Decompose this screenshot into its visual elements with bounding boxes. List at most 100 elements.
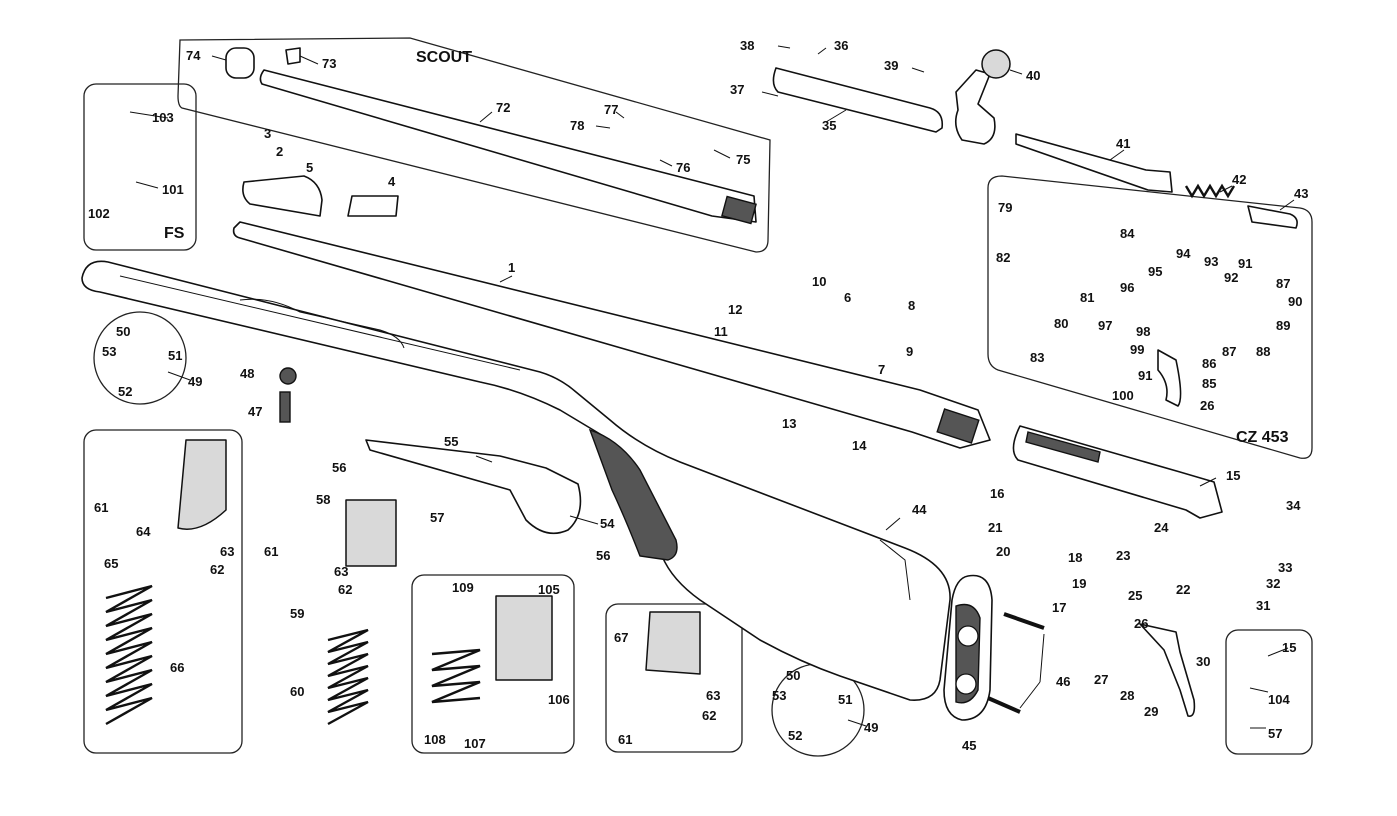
firing-pin-spring xyxy=(1184,183,1236,199)
label-52a: 52 xyxy=(118,384,132,399)
label-81: 81 xyxy=(1080,290,1094,305)
trigger xyxy=(1157,349,1182,407)
scout-frame xyxy=(177,37,771,253)
label-61a: 61 xyxy=(94,500,108,515)
label-44: 44 xyxy=(912,502,927,517)
label-93: 93 xyxy=(1204,254,1218,269)
label-34: 34 xyxy=(1286,498,1301,513)
label-100: 100 xyxy=(1112,388,1134,403)
label-61b: 61 xyxy=(264,544,278,559)
label-74: 74 xyxy=(186,48,201,63)
scout-title: SCOUT xyxy=(416,49,472,66)
label-86: 86 xyxy=(1202,356,1216,371)
label-56a: 56 xyxy=(332,460,346,475)
label-53a: 53 xyxy=(102,344,116,359)
label-85: 85 xyxy=(1202,376,1216,391)
label-25: 25 xyxy=(1128,588,1142,603)
label-24: 24 xyxy=(1154,520,1169,535)
label-62b: 62 xyxy=(338,582,352,597)
label-67: 67 xyxy=(614,630,628,645)
bolt-stop-frame xyxy=(1225,629,1313,755)
label-53b: 53 xyxy=(772,688,786,703)
part-48 xyxy=(279,367,297,385)
label-57b: 57 xyxy=(1268,726,1282,741)
label-96: 96 xyxy=(1120,280,1134,295)
label-104: 104 xyxy=(1268,692,1290,707)
label-99: 99 xyxy=(1130,342,1144,357)
label-48: 48 xyxy=(240,366,254,381)
label-1: 1 xyxy=(508,260,515,275)
label-31: 31 xyxy=(1256,598,1270,613)
label-62a: 62 xyxy=(210,562,224,577)
label-51b: 51 xyxy=(838,692,852,707)
label-49b: 49 xyxy=(864,720,878,735)
label-42: 42 xyxy=(1232,172,1246,187)
label-54: 54 xyxy=(600,516,615,531)
label-15a: 15 xyxy=(1226,468,1240,483)
label-80: 80 xyxy=(1054,316,1068,331)
label-32: 32 xyxy=(1266,576,1280,591)
label-37: 37 xyxy=(730,82,744,97)
fs-title: FS xyxy=(164,225,185,242)
label-107: 107 xyxy=(464,736,486,751)
label-29: 29 xyxy=(1144,704,1158,719)
label-27: 27 xyxy=(1094,672,1108,687)
label-13: 13 xyxy=(782,416,796,431)
label-88: 88 xyxy=(1256,344,1270,359)
label-105: 105 xyxy=(538,582,560,597)
magazine-spring-60 xyxy=(327,628,369,726)
label-89: 89 xyxy=(1276,318,1290,333)
label-30: 30 xyxy=(1196,654,1210,669)
label-38: 38 xyxy=(740,38,754,53)
label-52b: 52 xyxy=(788,728,802,743)
label-26a: 26 xyxy=(1200,398,1214,413)
label-16: 16 xyxy=(990,486,1004,501)
label-45: 45 xyxy=(962,738,976,753)
label-56b: 56 xyxy=(596,548,610,563)
part-labels: 1 2 3 4 5 6 7 8 9 10 11 12 13 14 15 15 1… xyxy=(88,38,1308,753)
label-59: 59 xyxy=(290,606,304,621)
label-106: 106 xyxy=(548,692,570,707)
leader-lines xyxy=(129,45,1295,729)
label-92: 92 xyxy=(1224,270,1238,285)
label-36: 36 xyxy=(834,38,848,53)
label-73: 73 xyxy=(322,56,336,71)
label-50b: 50 xyxy=(786,668,800,683)
label-98: 98 xyxy=(1136,324,1150,339)
barrel xyxy=(232,221,991,449)
label-21: 21 xyxy=(988,520,1002,535)
cocking-piece xyxy=(1247,205,1298,229)
label-35: 35 xyxy=(822,118,836,133)
label-82: 82 xyxy=(996,250,1010,265)
label-75: 75 xyxy=(736,152,750,167)
label-6: 6 xyxy=(844,290,851,305)
bolt-handle xyxy=(954,49,1011,145)
label-10: 10 xyxy=(812,274,826,289)
label-63c: 63 xyxy=(706,688,720,703)
label-91b: 91 xyxy=(1138,368,1152,383)
label-28: 28 xyxy=(1120,688,1134,703)
firing-pin xyxy=(1015,133,1173,193)
label-55: 55 xyxy=(444,434,458,449)
label-62c: 62 xyxy=(702,708,716,723)
label-109: 109 xyxy=(452,580,474,595)
label-3: 3 xyxy=(264,126,271,141)
bolt-body xyxy=(772,67,944,133)
scout-ring xyxy=(225,47,255,79)
label-78: 78 xyxy=(570,118,584,133)
label-33: 33 xyxy=(1278,560,1292,575)
magazine-spring-108 xyxy=(431,648,481,704)
rifle-stock xyxy=(81,260,951,701)
label-8: 8 xyxy=(908,298,915,313)
scout-barrel xyxy=(259,69,757,225)
label-19: 19 xyxy=(1072,576,1086,591)
label-76: 76 xyxy=(676,160,690,175)
label-26b: 26 xyxy=(1134,616,1148,631)
label-84: 84 xyxy=(1120,226,1135,241)
label-102: 102 xyxy=(88,206,110,221)
trigger-guard xyxy=(365,439,582,535)
label-61c: 61 xyxy=(618,732,632,747)
label-90: 90 xyxy=(1288,294,1302,309)
fs-frame xyxy=(83,83,197,251)
